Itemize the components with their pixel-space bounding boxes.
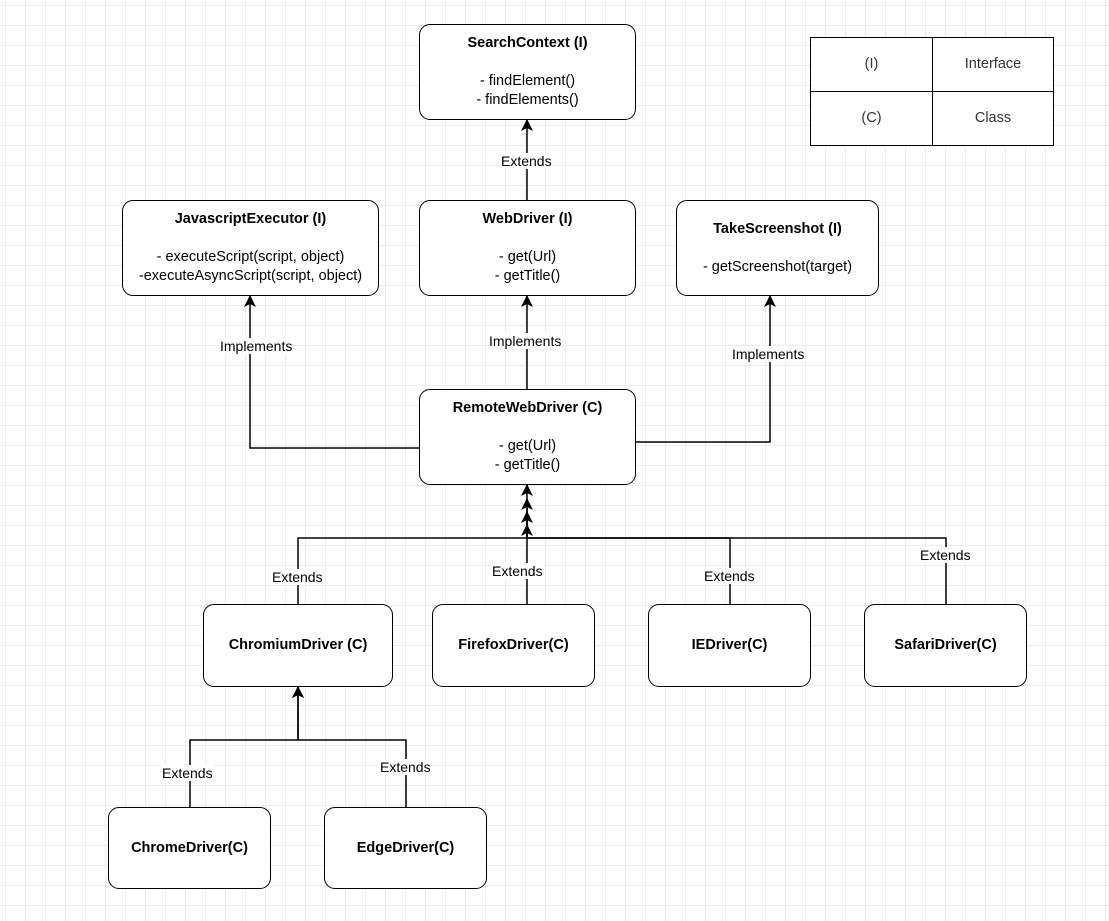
- edge-label-implements: Implements: [731, 346, 806, 362]
- edge-label-extends: Extends: [379, 759, 432, 775]
- edge-label-extends: Extends: [271, 569, 324, 585]
- firefox-driver-box[interactable]: FirefoxDriver(C): [432, 604, 595, 687]
- edge-driver-box[interactable]: EdgeDriver(C): [324, 807, 487, 889]
- take-screenshot-box[interactable]: TakeScreenshot (I) - getScreenshot(targe…: [676, 200, 879, 296]
- legend-symbol-interface: (I): [811, 38, 933, 92]
- node-title: WebDriver (I): [482, 211, 573, 227]
- javascript-executor-box[interactable]: JavascriptExecutor (I) - executeScript(s…: [122, 200, 379, 296]
- node-member: - get(Url): [498, 249, 557, 265]
- node-title: EdgeDriver(C): [356, 839, 455, 856]
- node-title: RemoteWebDriver (C): [452, 400, 603, 416]
- edge-label-extends: Extends: [500, 153, 553, 169]
- chromium-driver-box[interactable]: ChromiumDriver (C): [203, 604, 393, 687]
- node-title: IEDriver(C): [691, 637, 768, 653]
- node-member: - findElement(): [479, 73, 576, 89]
- edge-label-extends: Extends: [161, 765, 214, 781]
- search-context-box[interactable]: SearchContext (I) - findElement() - find…: [419, 24, 636, 120]
- node-member: - findElements(): [476, 92, 579, 108]
- edge-label-implements: Implements: [488, 333, 563, 349]
- edge-remote-implements-screenshot: [636, 295, 776, 443]
- web-driver-box[interactable]: WebDriver (I) - get(Url) - getTitle(): [419, 200, 636, 296]
- node-member: - getScreenshot(target): [702, 258, 853, 275]
- edge-chromium-extends-remote: [297, 484, 533, 604]
- remote-web-driver-box[interactable]: RemoteWebDriver (C) - get(Url) - getTitl…: [419, 389, 636, 485]
- edge-label-implements: Implements: [219, 338, 294, 354]
- legend-symbol-class: (C): [811, 91, 933, 145]
- node-title: JavascriptExecutor (I): [174, 211, 327, 227]
- node-member: - executeScript(script, object): [156, 249, 345, 265]
- edge-chrome-extends-chromium: [189, 686, 304, 807]
- safari-driver-box[interactable]: SafariDriver(C): [864, 604, 1027, 687]
- node-member: - getTitle(): [494, 268, 561, 284]
- edge-label-extends: Extends: [919, 547, 972, 563]
- legend-meaning-class: Class: [974, 110, 1012, 127]
- chrome-driver-box[interactable]: ChromeDriver(C): [108, 807, 271, 889]
- edge-safari-extends-remote: [521, 524, 947, 604]
- edge-label-extends: Extends: [703, 568, 756, 584]
- node-title: ChromiumDriver (C): [228, 637, 368, 653]
- node-member: -executeAsyncScript(script, object): [138, 268, 363, 284]
- edge-remote-implements-javascript: [244, 295, 419, 449]
- node-title: ChromeDriver(C): [131, 839, 248, 856]
- legend-meaning-interface: Interface: [933, 38, 1053, 92]
- node-title: TakeScreenshot (I): [713, 220, 842, 237]
- ie-driver-box[interactable]: IEDriver(C): [648, 604, 811, 687]
- node-title: FirefoxDriver(C): [458, 637, 569, 653]
- node-member: - getTitle(): [494, 457, 561, 473]
- edge-edge-extends-chromium: [292, 686, 407, 807]
- legend-table: (I) Interface (C) Class: [810, 37, 1054, 146]
- edge-ie-extends-remote: [521, 511, 731, 604]
- node-title: SearchContext (I): [467, 35, 588, 51]
- edge-label-extends: Extends: [491, 563, 544, 579]
- node-member: - get(Url): [498, 438, 557, 454]
- node-title: SafariDriver(C): [894, 637, 997, 653]
